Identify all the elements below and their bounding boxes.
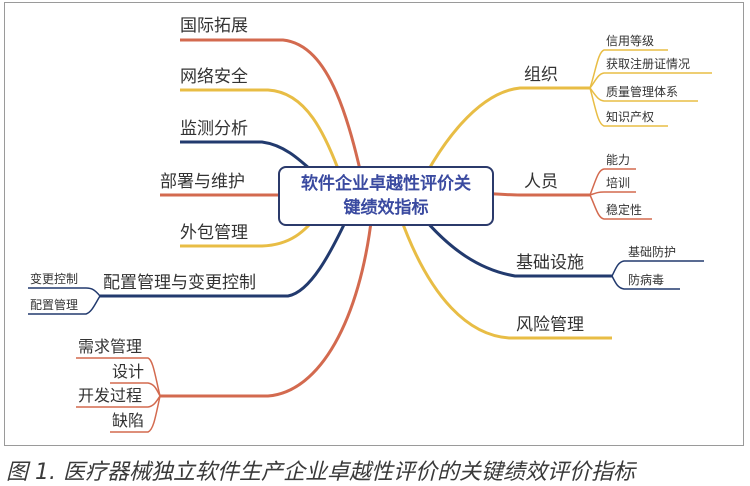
leaf-biangeng-kongzhi: 变更控制 bbox=[30, 272, 79, 286]
central-topic-line2: 键绩效指标 bbox=[343, 198, 429, 218]
branch-renyuan: 人员 bbox=[524, 172, 558, 192]
sub-connector bbox=[611, 260, 704, 277]
leaf-jichu-fanghu: 基础防护 bbox=[628, 245, 677, 259]
branch-zuzhi: 组织 bbox=[524, 65, 558, 85]
leaf-peizhi-guanli: 配置管理 bbox=[30, 298, 79, 312]
branch-waibao-guanli: 外包管理 bbox=[180, 223, 248, 243]
branch-jiance-fenxi: 监测分析 bbox=[180, 119, 248, 139]
sub-connector bbox=[611, 275, 680, 290]
central-topic-line1: 软件企业卓越性评价关 bbox=[301, 174, 471, 194]
leaf-xuqiu-guanli: 需求管理 bbox=[78, 337, 143, 356]
leaf-nengli: 能力 bbox=[606, 153, 631, 167]
figure-caption: 图 1. 医疗器械独立软件生产企业卓越性评价的关键绩效评价指标 bbox=[6, 460, 635, 485]
central-topic: 软件企业卓越性评价关 键绩效指标 bbox=[278, 166, 494, 226]
leaf-wendingxing: 稳定性 bbox=[606, 203, 643, 217]
branch-guoji-tuozhan: 国际拓展 bbox=[180, 16, 248, 36]
diagram-frame bbox=[4, 2, 744, 446]
sub-connector bbox=[589, 168, 636, 196]
leaf-kaifa-guocheng: 开发过程 bbox=[78, 386, 143, 405]
connector-peizhi bbox=[100, 211, 352, 298]
branch-wangluo-anquan: 网络安全 bbox=[180, 67, 248, 87]
sub-connector bbox=[589, 87, 698, 102]
connector-fengxian bbox=[398, 215, 612, 340]
leaf-fangbingdu: 防病毒 bbox=[628, 273, 665, 287]
sub-connector bbox=[589, 87, 668, 127]
sub-connector bbox=[589, 191, 636, 196]
branch-bushu-weihu: 部署与维护 bbox=[160, 172, 245, 192]
sub-connector bbox=[76, 357, 161, 397]
connector-kaifa bbox=[160, 213, 374, 398]
sub-connector bbox=[589, 49, 668, 89]
sub-connector bbox=[110, 382, 161, 397]
leaf-zhiliang-tixi: 质量管理体系 bbox=[606, 85, 679, 99]
sub-connector bbox=[110, 395, 161, 433]
branch-jichu-sheshi: 基础设施 bbox=[516, 253, 584, 273]
sub-connector bbox=[589, 72, 712, 89]
leaf-xinyong-dengji: 信用等级 bbox=[606, 34, 655, 48]
leaf-quexian: 缺陷 bbox=[112, 411, 145, 430]
leaf-huoqu-zhucezheng: 获取注册证情况 bbox=[606, 57, 691, 71]
sub-connector bbox=[28, 287, 101, 297]
sub-connector bbox=[589, 194, 652, 220]
branch-fengxian-guanli: 风险管理 bbox=[516, 315, 584, 335]
connector-jichu bbox=[418, 213, 612, 278]
sub-connector bbox=[76, 395, 161, 408]
branch-peizhi-biangeng: 配置管理与变更控制 bbox=[103, 273, 256, 293]
leaf-zhishi-chanquan: 知识产权 bbox=[606, 110, 655, 124]
leaf-sheji: 设计 bbox=[112, 362, 145, 381]
leaf-peixun: 培训 bbox=[606, 176, 631, 190]
sub-connector bbox=[28, 295, 101, 315]
